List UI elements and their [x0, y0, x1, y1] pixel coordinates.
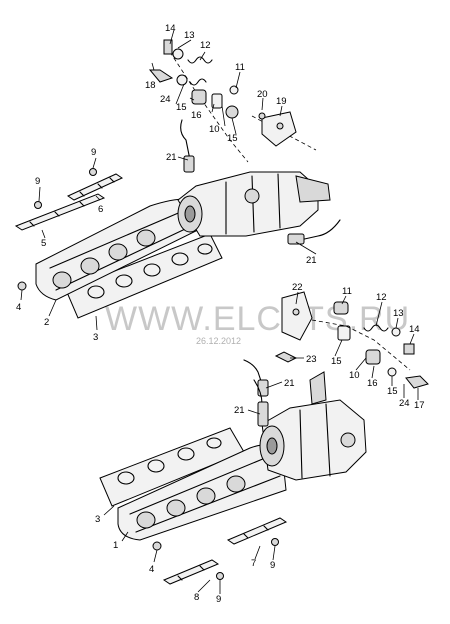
nut-upper-manifold [17, 281, 27, 291]
nut-lower-a [271, 538, 279, 546]
heat-shield-lower-small [226, 517, 288, 545]
callout-19: 19 [276, 96, 287, 107]
callout-12-upper: 12 [200, 40, 211, 51]
callout-16-upper: 16 [191, 110, 202, 121]
watermark-date: 26.12.2012 [196, 336, 241, 346]
nut-upper-a [89, 168, 97, 176]
nut-lower-manifold [152, 541, 162, 551]
callout-9-upper-b: 9 [35, 176, 40, 187]
callout-15-upper-a: 15 [176, 102, 187, 113]
callout-3-upper: 3 [93, 332, 98, 343]
watermark-text: WWW.ELCATS.RU [105, 300, 410, 338]
callout-5: 5 [41, 238, 46, 249]
gasket-upper [65, 233, 223, 319]
callout-14-lower: 14 [409, 324, 420, 335]
callout-9-lower-a: 9 [270, 560, 275, 571]
lower-hardware-cluster [311, 301, 429, 389]
callout-21-upper-a: 21 [166, 152, 177, 163]
bolt-lower-23 [274, 351, 298, 363]
callout-11-upper: 11 [235, 62, 245, 73]
callout-15-lower-b: 15 [387, 386, 398, 397]
callout-1: 1 [113, 540, 118, 551]
callout-10-lower: 10 [349, 370, 360, 381]
callout-22: 22 [292, 282, 303, 293]
callout-11-lower: 11 [342, 286, 352, 297]
nut-lower-b [216, 572, 224, 580]
callout-2: 2 [44, 317, 49, 328]
heat-shield-lower-large [162, 559, 220, 585]
callout-12-lower: 12 [376, 292, 387, 303]
callout-4-lower: 4 [149, 564, 154, 575]
callout-3-lower: 3 [95, 514, 100, 525]
callout-4-upper: 4 [16, 302, 21, 313]
callout-18: 18 [145, 80, 156, 91]
nut-upper-b [34, 201, 42, 209]
callout-14-upper: 14 [165, 23, 176, 34]
callout-9-lower-b: 9 [216, 594, 221, 605]
callout-8: 8 [194, 592, 199, 603]
oxygen-sensor-lower-a [243, 359, 269, 397]
callout-13-upper: 13 [184, 30, 195, 41]
callout-15-upper-b: 15 [227, 133, 238, 144]
exhaust-manifold-lower [117, 444, 287, 541]
upper-assembly: 14 13 12 18 24 15 16 10 11 20 19 15 9 9 … [14, 23, 341, 343]
catalytic-converter-upper [177, 171, 331, 237]
callout-6: 6 [98, 204, 103, 215]
heat-shield-upper-large [14, 193, 106, 231]
lower-assembly: 22 11 12 13 14 15 10 16 15 24 17 23 21 2… [95, 282, 429, 605]
callout-13-lower: 13 [393, 308, 404, 319]
callout-21-upper-b: 21 [306, 255, 317, 266]
callout-17: 17 [414, 400, 425, 411]
oxygen-sensor-upper-b [287, 219, 341, 245]
callout-10-upper: 10 [209, 124, 220, 135]
callout-7: 7 [251, 558, 256, 569]
upper-hardware-cluster [148, 39, 317, 163]
callout-21-lower-b: 21 [234, 405, 245, 416]
callout-21-lower-a: 21 [284, 378, 295, 389]
callout-20: 20 [257, 89, 268, 100]
callout-16-lower: 16 [367, 378, 378, 389]
oxygen-sensor-lower-b [253, 379, 269, 427]
callout-9-upper-a: 9 [91, 147, 96, 158]
bracket-lower [281, 291, 313, 341]
callout-24-lower: 24 [399, 398, 410, 409]
catalytic-converter-lower [259, 371, 367, 481]
heat-shield-upper-small [66, 173, 124, 201]
callout-24-upper: 24 [160, 94, 171, 105]
callout-15-lower-a: 15 [331, 356, 342, 367]
callout-23: 23 [306, 354, 317, 365]
oxygen-sensor-upper-a [180, 119, 195, 173]
